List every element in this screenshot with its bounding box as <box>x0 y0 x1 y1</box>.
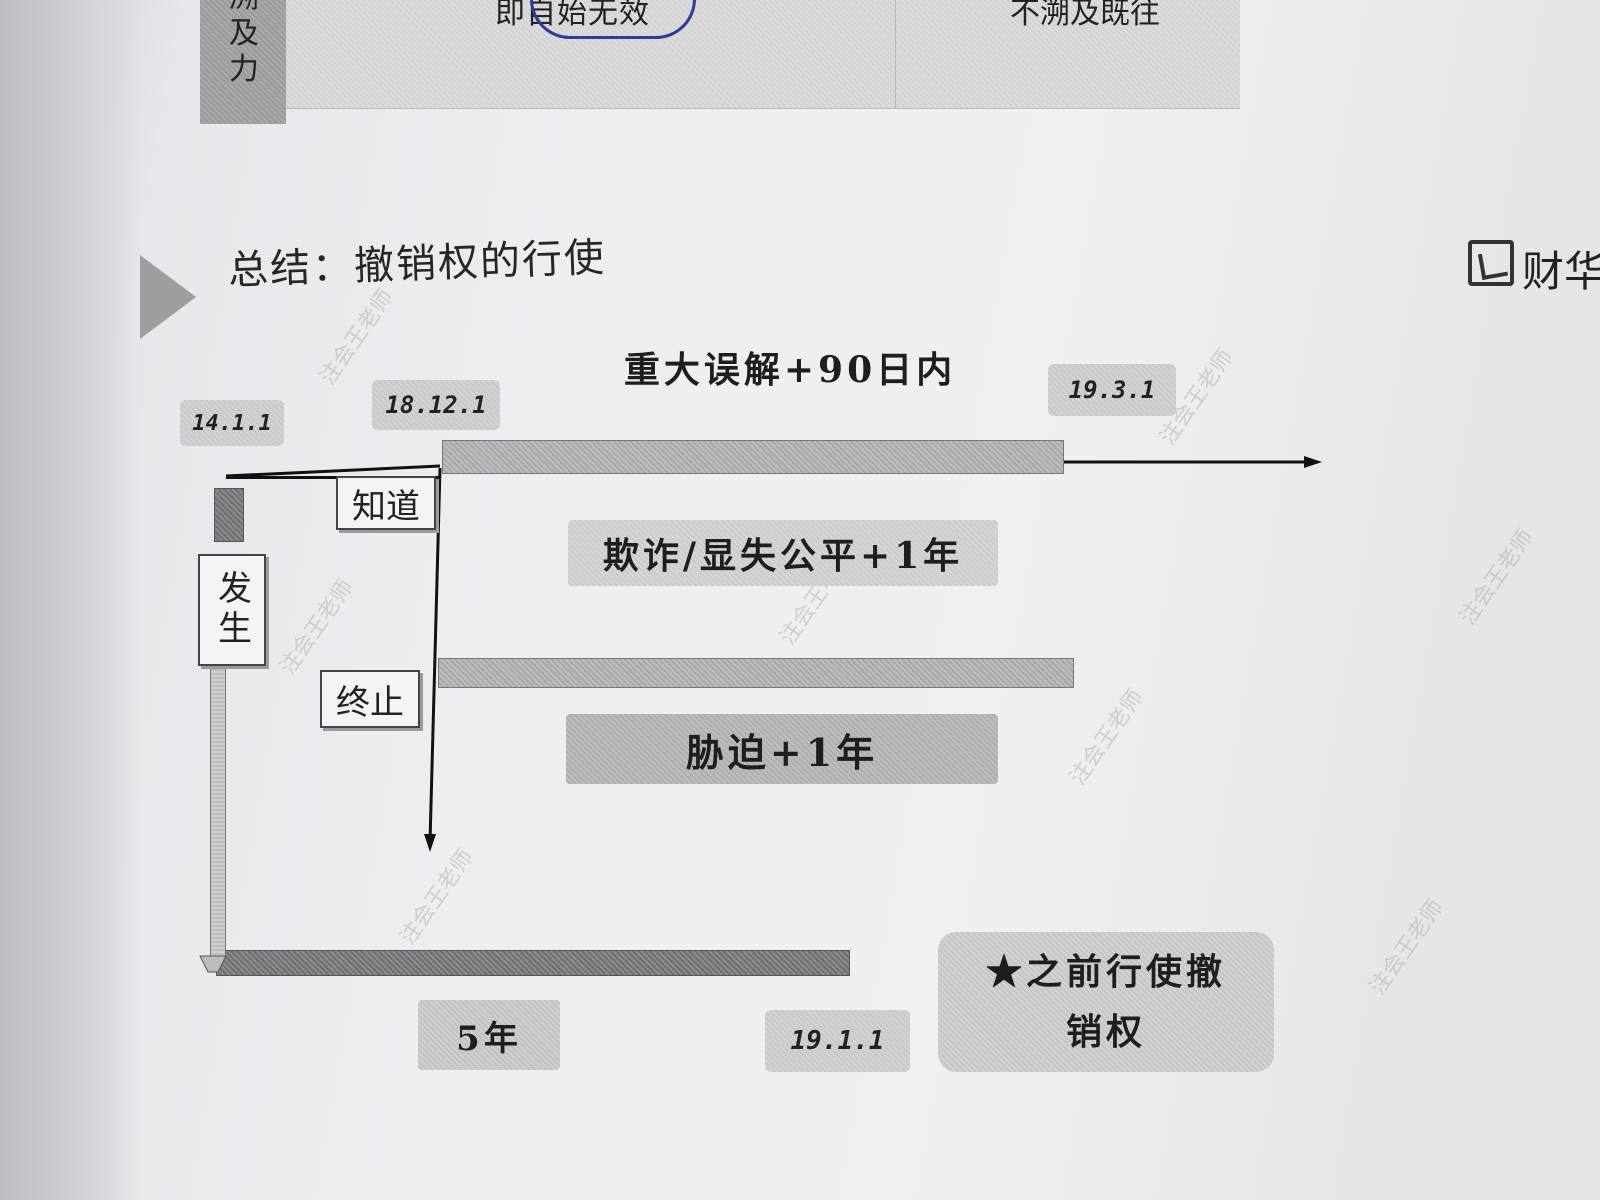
five-year-label: 5年 <box>418 1000 560 1070</box>
page-gutter-shadow <box>0 0 140 1200</box>
section-triangle-icon <box>140 255 196 339</box>
five-year-bar <box>216 950 850 976</box>
start-marker-tab <box>214 488 244 542</box>
major-error-label: 重大误解+90日内 <box>623 349 957 391</box>
date-know-label: 18.12.1 <box>372 380 500 430</box>
date-major-error-end-label: 19.3.1 <box>1048 364 1176 416</box>
fraud-unfair-label: 欺诈/显失公平+1年 <box>568 520 998 586</box>
terminate-box: 终止 <box>320 670 420 728</box>
previous-table-header-cell <box>200 0 286 124</box>
previous-table-middle-text: 即自始无效 <box>495 0 650 31</box>
know-box: 知道 <box>336 476 436 530</box>
occurrence-arrowhead <box>199 955 227 973</box>
know-arrowhead-down <box>424 834 436 852</box>
major-error-bar <box>442 440 1064 474</box>
occur-box: 发生 <box>198 554 266 666</box>
timeline-arrowhead-right <box>1304 456 1322 468</box>
know-arrow-line <box>428 467 442 843</box>
before-star-note: ★之前行使撤销权 <box>938 932 1274 1072</box>
table-divider <box>895 0 896 108</box>
logo-icon <box>1468 240 1514 286</box>
date-start-label: 14.1.1 <box>180 400 284 446</box>
duress-label: 胁迫+1年 <box>566 714 998 784</box>
date-five-year-end-label: 19.1.1 <box>765 1010 910 1072</box>
previous-table-right-text: 不溯及既往 <box>1010 0 1160 31</box>
previous-table <box>200 0 1240 109</box>
terminate-duress-bar <box>438 658 1074 688</box>
previous-table-left-text: 溯及力 <box>229 0 259 87</box>
start-connector-line <box>226 476 441 479</box>
corner-label: 财华 <box>1522 247 1600 296</box>
start-to-know-line <box>225 464 441 478</box>
